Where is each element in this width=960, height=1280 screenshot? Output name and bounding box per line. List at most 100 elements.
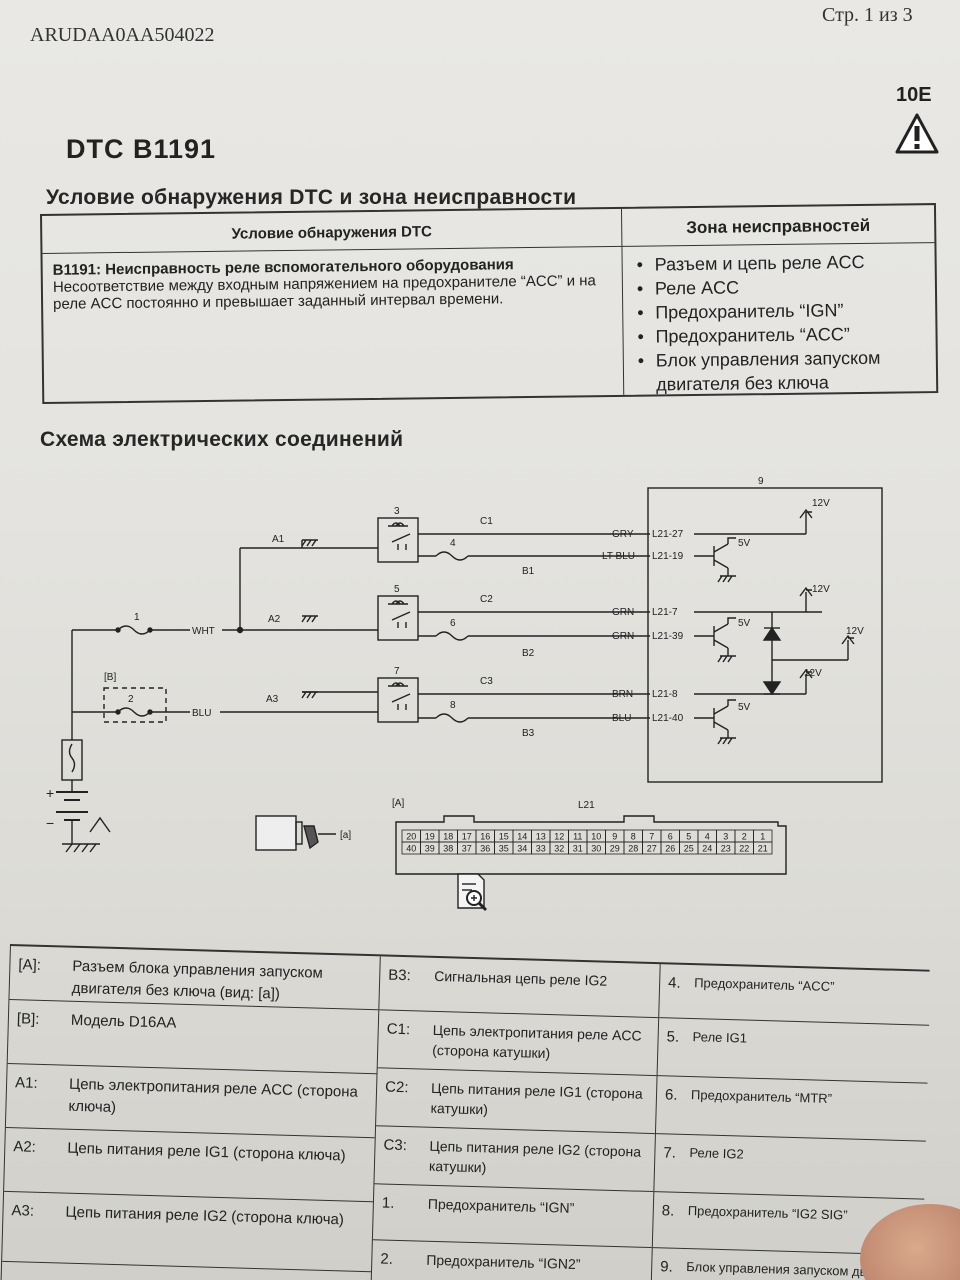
connector-a-label: [A]	[392, 798, 404, 809]
zone-item: Разъем и цепь реле ACC	[631, 249, 927, 277]
view-a-label: [a]	[340, 830, 351, 841]
pin-id: L21-39	[652, 631, 684, 642]
box-b-label: [B]	[104, 672, 116, 683]
connector-pin-number: 7	[649, 832, 654, 842]
connector-pin-number: 5	[686, 832, 691, 842]
connector-pin-number: 12	[554, 832, 564, 842]
connector-pin-number: 20	[406, 832, 416, 842]
connector-pin-number: 30	[591, 844, 601, 854]
module-label: 9	[758, 476, 764, 487]
legend-row: 1.Предохранитель “IGN”	[372, 1184, 654, 1249]
svg-text:7: 7	[394, 666, 400, 677]
battery-minus: −	[46, 815, 54, 831]
svg-text:12V: 12V	[804, 668, 822, 679]
connector-pin-number: 3	[723, 832, 728, 842]
relay-5: 5	[377, 584, 419, 641]
b1-label: B1	[522, 566, 535, 577]
connector-pin-number: 2	[742, 832, 747, 842]
legend-row: C3:Цепь питания реле IG2 (сторона катушк…	[374, 1126, 655, 1193]
legend-row: C1:Цепь электропитания реле ACC (сторона…	[377, 1010, 659, 1077]
zoom-document-icon	[457, 873, 488, 912]
relay-7: 7	[377, 666, 419, 723]
legend-row: A1:Цепь электропитания реле ACC (сторона…	[5, 1063, 377, 1139]
box-b	[103, 687, 167, 723]
connector-pin-number: 15	[499, 832, 509, 842]
connector-pin-number: 18	[443, 832, 453, 842]
connector-pin-number: 9	[612, 832, 617, 842]
c1-label: C1	[480, 516, 493, 527]
detection-heading: Условие обнаружения DTC и зона неисправн…	[46, 186, 577, 209]
warning-triangle-icon	[895, 113, 939, 154]
pin-color: GRY	[612, 529, 634, 540]
connector-pin-number: 10	[591, 832, 601, 842]
relay-3: 3	[377, 506, 419, 563]
fuse-1-label: 1	[134, 612, 140, 623]
pin-id: L21-27	[652, 529, 684, 540]
connector-name: L21	[578, 800, 595, 811]
svg-text:5: 5	[394, 584, 400, 595]
section-code: 10E	[896, 84, 932, 106]
connector-view-icon: [a]	[255, 815, 351, 851]
dtc-condition-table: Условие обнаружения DTC Зона неисправнос…	[40, 203, 939, 404]
svg-text:12V: 12V	[812, 584, 830, 595]
pin-color: BRN	[612, 689, 633, 700]
connector-pin-number: 4	[705, 832, 710, 842]
c2-label: C2	[480, 594, 493, 605]
v12-label: 12V	[812, 498, 830, 509]
svg-text:5V: 5V	[738, 618, 751, 629]
pin-color: BLU	[612, 713, 631, 724]
connector-pin-number: 31	[573, 844, 583, 854]
transistor: 5V	[694, 537, 751, 583]
connector-pin-number: 29	[610, 844, 620, 854]
c3-label: C3	[480, 676, 493, 687]
connector-pin-number: 21	[758, 844, 768, 854]
connector-pin-number: 32	[554, 844, 564, 854]
wire-color-blu: BLU	[192, 708, 211, 719]
condition-text: Несоответствие между входным напряжением…	[52, 272, 596, 313]
battery-plus: +	[46, 785, 54, 801]
connector-pin-number: 40	[406, 844, 416, 854]
zone-item: Блок управления запуском двигателя без к…	[632, 345, 929, 397]
transistor: 5V	[694, 699, 751, 745]
connector-pin-number: 24	[702, 844, 712, 854]
svg-text:3: 3	[394, 506, 400, 517]
connector-pin-number: 17	[462, 832, 472, 842]
pin-color: GRN	[612, 607, 634, 618]
connector-pin-cell	[753, 841, 773, 855]
legend-row: 7.Реле IG2	[654, 1134, 926, 1200]
legend-table: [A]:Разъем блока управления запуском дви…	[0, 944, 931, 1280]
connector-pin-number: 13	[536, 832, 546, 842]
main-fuse	[61, 739, 83, 781]
a3-label: A3	[266, 694, 279, 705]
connector-pin-number: 28	[628, 844, 638, 854]
pin-id: L21-40	[652, 713, 684, 724]
legend-row: A2:Цепь питания реле IG1 (сторона ключа)	[4, 1127, 375, 1203]
connector-pin-number: 11	[573, 832, 582, 842]
connector-pin-number: 23	[721, 844, 731, 854]
legend-row: 2.Предохранитель “IGN2”	[371, 1240, 652, 1280]
wiring-heading: Схема электрических соединений	[40, 428, 404, 451]
connector-pin-number: 19	[425, 832, 435, 842]
transistor: 5V	[694, 617, 751, 663]
connector-pin-number: 1	[760, 832, 765, 842]
legend-row: 4.Предохранитель “ACC”	[659, 964, 931, 1026]
wiring-diagram: 9 + − 1 WHT A1 A2	[46, 476, 883, 912]
legend-row: 6.Предохранитель “MTR”	[655, 1076, 928, 1142]
fuse-2-label: 2	[128, 694, 134, 705]
connector-pin-number: 6	[668, 832, 673, 842]
connector-pin-number: 37	[462, 844, 472, 854]
legend-row: C2:Цепь питания реле IG1 (сторона катушк…	[376, 1068, 657, 1135]
zone-list: Разъем и цепь реле ACC Реле ACC Предохра…	[622, 243, 936, 395]
page-number: Стр. 1 из 3	[822, 4, 913, 26]
legend-row: B3:Сигнальная цепь реле IG2	[379, 956, 660, 1019]
connector-pin-number: 26	[665, 844, 675, 854]
connector-pin-number: 14	[517, 832, 527, 842]
pin-color: LT BLU	[602, 551, 635, 562]
connector-pin-number: 8	[631, 832, 636, 842]
fuse-6-label: 6	[450, 618, 456, 629]
pin-id: L21-8	[652, 689, 678, 700]
connector-pin-number: 35	[499, 844, 509, 854]
pin-id: L21-7	[652, 607, 678, 618]
connector-pin-number: 16	[480, 832, 490, 842]
